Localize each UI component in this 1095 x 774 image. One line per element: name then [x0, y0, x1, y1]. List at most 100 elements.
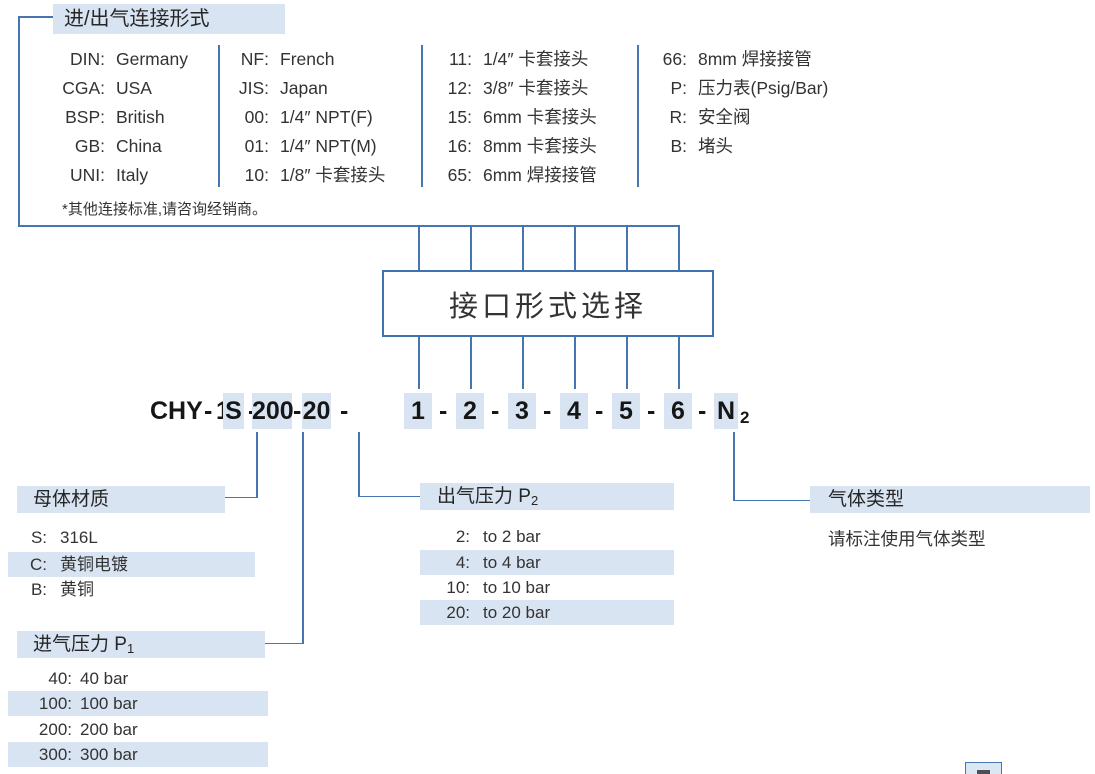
item-value: 316L — [60, 528, 98, 547]
connection-code: R: — [669, 107, 688, 127]
table-row: GB: China — [28, 132, 188, 161]
code-segment-port-5: 5 — [612, 393, 640, 429]
table-row: DIN:Germany — [28, 45, 188, 74]
code-segment-port-6: 6 — [664, 393, 692, 429]
connection-code: UNI: — [70, 165, 105, 185]
outlet-connector-v — [358, 432, 360, 497]
connection-code: 10: — [244, 165, 269, 185]
connection-code: 00: — [244, 107, 269, 127]
code-segment-inlet-pressure: 200 — [252, 393, 294, 429]
connection-value: 8mm 卡套接头 — [483, 136, 597, 156]
connector-drop-upper-1 — [418, 225, 420, 270]
connection-footnote: *其他连接标准,请咨询经销商。 — [62, 201, 268, 218]
connection-value: 压力表(Psig/Bar) — [698, 78, 829, 98]
connection-code: 16: — [447, 136, 472, 156]
connector-drop-lower-3 — [522, 337, 524, 389]
outlet-pressure-title-subscript: 2 — [530, 493, 539, 508]
connection-code: JIS: — [238, 78, 269, 98]
connection-value: USA — [116, 78, 152, 98]
code-dash: - — [698, 397, 707, 425]
table-row: 01: 1/4″ NPT(M) — [235, 132, 385, 161]
connection-code: 65: — [447, 165, 472, 185]
table-row: JIS: Japan — [235, 74, 385, 103]
code-dash: - — [340, 397, 349, 425]
connection-code: 01: — [244, 136, 269, 156]
connector-drop-upper-2 — [470, 225, 472, 270]
inlet-pressure-list: 40:40 bar 100:100 bar 200:200 bar 300:30… — [8, 666, 268, 767]
connection-code: P: — [670, 78, 687, 98]
connection-code: GB: — [74, 136, 105, 156]
code-segment-outlet-pressure: 20 — [302, 393, 331, 429]
code-gas-subscript: 2 — [740, 408, 750, 427]
code-segment-port-3: 3 — [508, 393, 536, 429]
connection-code: 11: — [448, 49, 472, 69]
connection-value: 1/4″ NPT(M) — [280, 136, 377, 156]
item-value: 100 bar — [80, 694, 138, 713]
connection-column-3: 11: 1/4″ 卡套接头 12: 3/8″ 卡套接头 15:6mm 卡套接头 16… — [440, 45, 597, 190]
item-code: 100: — [38, 694, 72, 713]
code-dash: - — [543, 397, 552, 425]
connection-value: 1/8″ 卡套接头 — [280, 165, 386, 185]
item-code: S: — [30, 528, 47, 547]
outlet-pressure-section-title: 出气压力 P2 — [420, 483, 674, 510]
code-dash: - — [491, 397, 500, 425]
table-row: 65:6mm 焊接接管 — [440, 161, 597, 190]
code-segment-port-1: 1 — [404, 393, 432, 429]
inlet-connector-h — [265, 642, 303, 644]
connection-section-title-text: 进/出气连接形式 — [64, 8, 210, 30]
code-prefix: CHY — [150, 397, 203, 425]
connection-value: China — [116, 136, 162, 156]
connection-value: Japan — [280, 78, 328, 98]
code-dash: - — [293, 397, 302, 425]
connector-drop-lower-4 — [574, 337, 576, 389]
inlet-pressure-title-text: 进气压力 P — [33, 634, 127, 655]
connector-drop-upper-6 — [678, 225, 680, 270]
material-section-title-text: 母体材质 — [33, 489, 110, 510]
connection-code: 12: — [447, 78, 472, 98]
table-row: R:安全阀 — [653, 103, 828, 132]
connection-value: 3/8″ 卡套接头 — [483, 78, 589, 98]
item-value: to 20 bar — [483, 603, 551, 622]
item-code: C: — [30, 555, 47, 574]
code-segment-material: S — [223, 393, 244, 429]
material-connector-h — [225, 496, 257, 498]
connection-code: 66: — [662, 49, 687, 69]
code-dash: - — [204, 397, 213, 425]
interface-selector-box: 接口形式选择 — [382, 270, 714, 337]
code-dash: - — [647, 397, 656, 425]
connector-drop-upper-5 — [626, 225, 628, 270]
partial-button-icon — [977, 770, 990, 774]
table-divider-2 — [421, 45, 423, 187]
collector-line — [18, 225, 679, 227]
material-section-title: 母体材质 — [17, 486, 225, 513]
list-item: 20:to 20 bar — [420, 600, 674, 625]
table-divider-3 — [637, 45, 639, 187]
gas-connector-v — [733, 432, 735, 501]
list-item: 100: 100 bar — [8, 691, 268, 716]
table-row: 12: 3/8″ 卡套接头 — [440, 74, 597, 103]
table-row: 16: 8mm 卡套接头 — [440, 132, 597, 161]
connection-value: Italy — [116, 165, 149, 185]
item-code: 4: — [455, 553, 470, 572]
material-connector-v — [256, 432, 258, 498]
item-value: 40 bar — [80, 669, 129, 688]
connection-value: 8mm 焊接接管 — [698, 49, 812, 69]
connection-column-4: 66:8mm 焊接接管 P:压力表(Psig/Bar) R:安全阀 B:堵头 — [653, 45, 829, 161]
code-segment-gas: N — [714, 393, 738, 429]
connector-drop-lower-6 — [678, 337, 680, 389]
item-value: 黄铜电镀 — [60, 555, 128, 574]
table-row: UNI: Italy — [28, 161, 188, 190]
connection-value: 1/4″ 卡套接头 — [483, 49, 589, 69]
connection-value: Germany — [116, 49, 188, 69]
connection-code: CGA: — [62, 78, 105, 98]
partial-button[interactable] — [965, 762, 1002, 774]
interface-selector-label: 接口形式选择 — [448, 290, 647, 323]
connection-code: B: — [670, 136, 687, 156]
bracket-top-line — [18, 16, 54, 18]
table-row: 66: 8mm 焊接接管 — [653, 45, 828, 74]
table-row: 15:6mm 卡套接头 — [440, 103, 597, 132]
item-value: to 2 bar — [483, 527, 541, 546]
gas-connector-h — [733, 499, 810, 501]
table-divider-1 — [218, 45, 220, 187]
